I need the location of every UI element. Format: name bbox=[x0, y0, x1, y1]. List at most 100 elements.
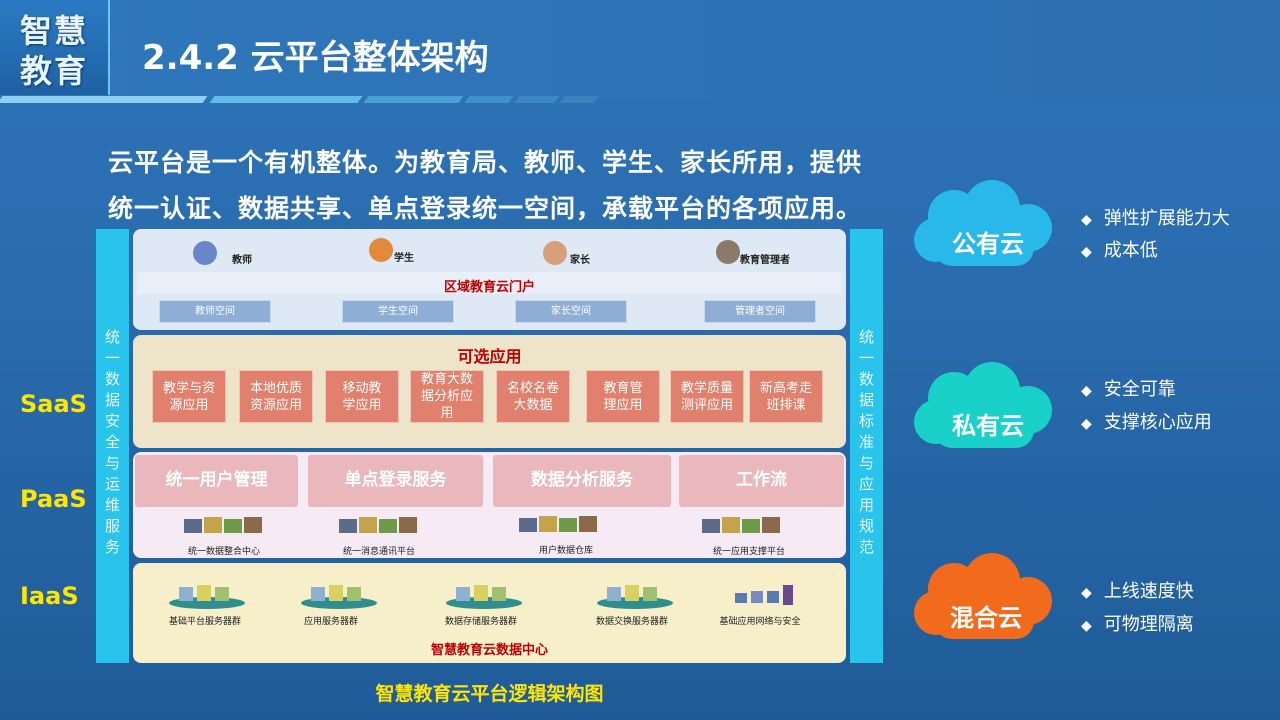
app-label: 据分析应 bbox=[420, 389, 473, 404]
cloud-label-hybrid: 混合云 bbox=[950, 604, 1022, 632]
right-bar-char: 标 bbox=[858, 412, 874, 430]
platform-app-support: 统一应用支撑平台 bbox=[712, 547, 785, 557]
app-teaching-resources[interactable]: 教学与资源应用 bbox=[152, 370, 226, 423]
role-student: 学生 bbox=[394, 253, 414, 264]
logo: 智慧 教育 bbox=[0, 0, 110, 95]
cluster-data-exchange: 数据交换服务器群 bbox=[595, 617, 668, 627]
administrator-icon bbox=[716, 240, 740, 264]
right-bar-char: 规 bbox=[858, 517, 874, 535]
header-stripe bbox=[0, 96, 208, 103]
service-data-analysis[interactable]: 数据分析服务 bbox=[493, 455, 671, 507]
space-student[interactable]: 学生空间 bbox=[342, 300, 454, 323]
cluster-network-security: 基础应用网络与安全 bbox=[719, 617, 801, 627]
teacher-icon bbox=[193, 241, 217, 265]
parent-icon bbox=[543, 241, 567, 265]
right-bar-char: 一 bbox=[858, 349, 874, 367]
right-bar-char: 准 bbox=[858, 433, 874, 451]
cloud-icon bbox=[914, 553, 1052, 639]
app-label: 测评应用 bbox=[680, 397, 733, 413]
app-label: 名校名卷 bbox=[506, 380, 559, 396]
space-parent[interactable]: 家长空间 bbox=[515, 300, 627, 323]
right-bar-char: 与 bbox=[858, 454, 874, 472]
app-local-quality-resources[interactable]: 本地优质资源应用 bbox=[239, 370, 313, 423]
logo-line-2: 教育 bbox=[19, 52, 88, 90]
app-education-big-data[interactable]: 教育大数据分析应用 bbox=[410, 370, 484, 423]
app-quality-assessment[interactable]: 教学质量测评应用 bbox=[670, 370, 744, 423]
app-label: 本地优质 bbox=[249, 380, 302, 396]
role-teacher: 教师 bbox=[232, 255, 252, 266]
app-education-management[interactable]: 教育管理应用 bbox=[586, 370, 660, 423]
student-icon bbox=[369, 238, 393, 262]
app-label: 源应用 bbox=[169, 397, 209, 413]
platform-messaging: 统一消息通讯平台 bbox=[342, 547, 415, 557]
layer-label-saas: SaaS bbox=[20, 390, 87, 418]
right-bar-char: 用 bbox=[858, 496, 874, 514]
left-bar-char: 一 bbox=[104, 349, 120, 367]
app-mobile-teaching[interactable]: 移动教学应用 bbox=[325, 370, 399, 423]
app-label: 大数据 bbox=[513, 397, 553, 413]
app-label: 教育管 bbox=[603, 380, 643, 396]
intro-line-2: 统一认证、数据共享、单点登录统一空间，承载平台的各项应用。 bbox=[108, 194, 863, 223]
cluster-data-storage: 数据存储服务器群 bbox=[444, 617, 517, 627]
left-bar-char: 务 bbox=[104, 538, 120, 556]
app-label: 学应用 bbox=[342, 397, 382, 413]
right-bar-char: 范 bbox=[858, 538, 874, 556]
server-stack-icon bbox=[702, 517, 780, 533]
role-parent: 家长 bbox=[570, 255, 590, 266]
app-course-scheduling[interactable]: 新高考走班排课 bbox=[749, 370, 823, 423]
service-user-management[interactable]: 统一用户管理 bbox=[135, 455, 298, 507]
intro-line-1: 云平台是一个有机整体。为教育局、教师、学生、家长所用，提供 bbox=[108, 148, 863, 177]
network-security-icon bbox=[735, 585, 793, 605]
header-stripe bbox=[514, 96, 560, 103]
app-famous-schools-data[interactable]: 名校名卷大数据 bbox=[496, 370, 570, 423]
app-label: 教学与资 bbox=[162, 380, 215, 396]
bullet-hybrid-2: ◆可物理隔离 bbox=[1081, 610, 1194, 636]
left-bar-char: 维 bbox=[104, 496, 120, 514]
diamond-icon: ◆ bbox=[1081, 244, 1092, 260]
portal-title-band bbox=[137, 272, 842, 294]
bullet-public-2: ◆ 成本低 bbox=[1081, 236, 1158, 262]
diamond-icon: ◆ bbox=[1081, 383, 1092, 399]
bullet-private-2: ◆支撑核心应用 bbox=[1081, 408, 1212, 434]
bullet-text: 弹性扩展能力大 bbox=[1103, 208, 1230, 229]
page-title: 2.4.2 云平台整体架构 bbox=[142, 38, 489, 78]
space-administrator[interactable]: 管理者空间 bbox=[704, 300, 816, 323]
server-cluster-icon bbox=[597, 585, 673, 609]
left-bar-char: 数 bbox=[104, 370, 120, 388]
header-stripe bbox=[559, 96, 599, 103]
iaas-panel bbox=[133, 563, 846, 663]
left-bar-text: 统 一 数 据 安 全 与 运 维 服 务 bbox=[96, 327, 129, 558]
bullet-text: 成本低 bbox=[1103, 240, 1158, 261]
app-label: 理应用 bbox=[603, 397, 643, 413]
app-label: 资源应用 bbox=[249, 397, 302, 413]
server-stack-icon bbox=[184, 517, 262, 533]
right-bar-char: 数 bbox=[858, 370, 874, 388]
header-bar bbox=[0, 0, 1280, 100]
cloud-label-private: 私有云 bbox=[952, 412, 1024, 440]
left-bar-char: 据 bbox=[104, 391, 120, 409]
diamond-icon: ◆ bbox=[1081, 416, 1092, 432]
service-single-sign-on[interactable]: 单点登录服务 bbox=[308, 455, 483, 507]
layer-label-iaas: IaaS bbox=[20, 582, 79, 610]
cluster-application: 应用服务器群 bbox=[303, 617, 358, 627]
role-administrator: 教育管理者 bbox=[740, 255, 790, 266]
right-bar-char: 统 bbox=[858, 328, 874, 346]
cloud-icon bbox=[914, 180, 1052, 266]
service-workflow[interactable]: 工作流 bbox=[679, 455, 844, 507]
bullet-text: 上线速度快 bbox=[1103, 581, 1194, 602]
header-stripe bbox=[464, 96, 514, 103]
logo-line-1: 智慧 bbox=[19, 12, 88, 50]
left-bar-char: 全 bbox=[104, 433, 120, 451]
bullet-text: 安全可靠 bbox=[1103, 379, 1176, 400]
left-bar-char: 安 bbox=[104, 412, 120, 430]
header-stripe bbox=[209, 96, 363, 103]
server-stack-icon bbox=[339, 517, 417, 533]
bullet-public-1: ◆弹性扩展能力大 bbox=[1081, 204, 1230, 230]
app-label: 移动教 bbox=[342, 380, 382, 396]
app-label: 新高考走 bbox=[759, 380, 812, 396]
space-teacher[interactable]: 教师空间 bbox=[159, 300, 271, 323]
bullet-text: 可物理隔离 bbox=[1103, 614, 1194, 635]
diamond-icon: ◆ bbox=[1081, 585, 1092, 601]
cloud-label-public: 公有云 bbox=[952, 230, 1024, 258]
app-label: 教学质量 bbox=[680, 380, 733, 396]
